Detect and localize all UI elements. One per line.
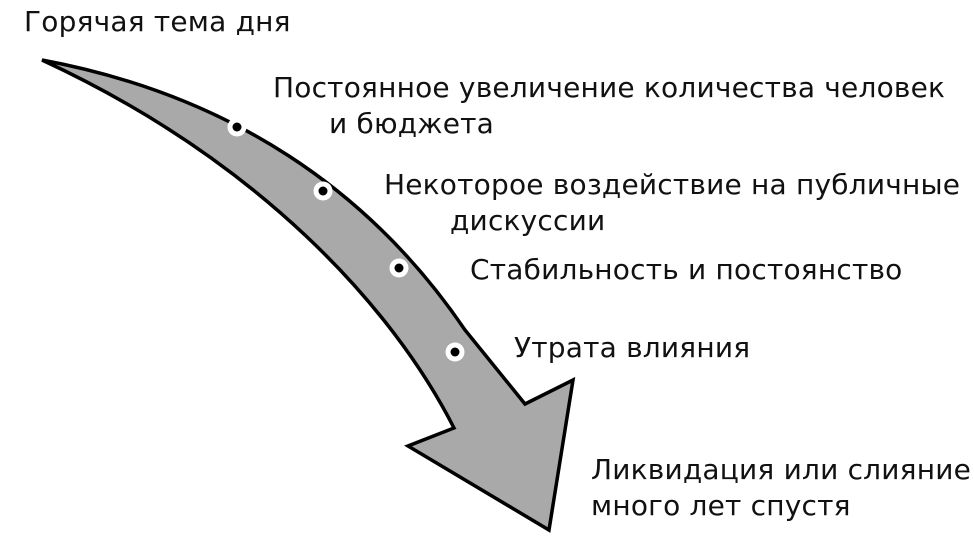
- end-label-line: Ликвидация или слияние: [591, 453, 972, 486]
- stage-label-line: Утрата влияния: [514, 331, 751, 364]
- stage-marker: [389, 258, 409, 278]
- stage-label-line: Некоторое воздействие на публичные: [384, 168, 961, 201]
- stage-label-1: Постоянное увеличение количества человек…: [273, 70, 945, 142]
- start-label: Горячая тема дня: [24, 4, 291, 40]
- stage-label-4: Утрата влияния: [514, 330, 750, 366]
- stage-label-2: Некоторое воздействие на публичные диску…: [384, 167, 960, 239]
- stage-label-line: дискуссии: [450, 204, 606, 237]
- stage-label-line: и бюджета: [329, 107, 495, 140]
- stage-marker: [313, 181, 333, 201]
- stage-label-line: Постоянное увеличение количества человек: [273, 71, 946, 104]
- stage-label-line: Стабильность и постоянство: [470, 253, 903, 286]
- end-label-line: много лет спустя: [591, 489, 851, 522]
- start-label-text: Горячая тема дня: [24, 5, 291, 38]
- arrow-body: [41, 58, 576, 533]
- end-label: Ликвидация или слияние много лет спустя: [591, 452, 971, 524]
- stage-marker: [227, 117, 247, 137]
- stage-marker: [445, 342, 465, 362]
- stage-label-3: Стабильность и постоянство: [470, 252, 903, 288]
